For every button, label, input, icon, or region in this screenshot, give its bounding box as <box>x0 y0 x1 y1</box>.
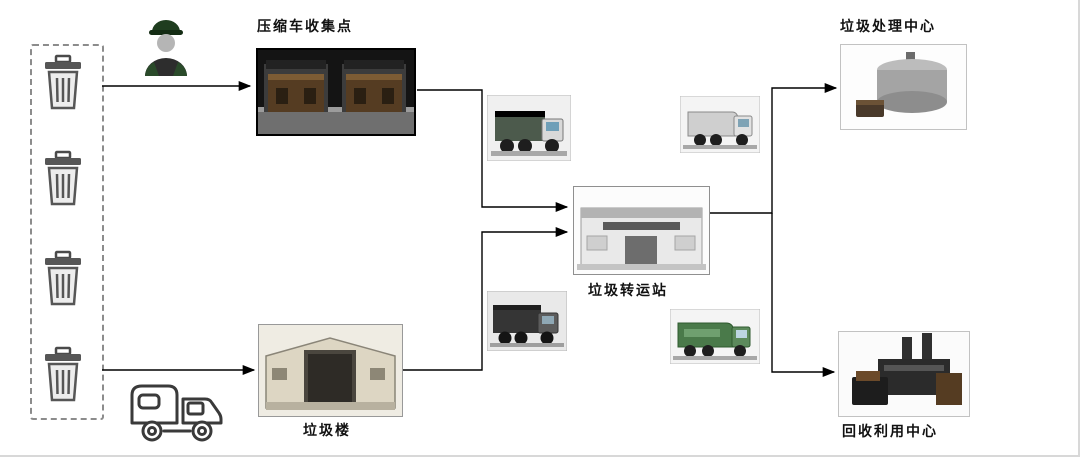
garbage-truck-image <box>487 95 571 161</box>
trash-bin-icon <box>40 54 86 112</box>
recycling-center-image <box>838 331 970 417</box>
recycling-truck-image <box>670 309 760 364</box>
garbage-building-label: 垃圾楼 <box>303 422 351 438</box>
treatment-center-image <box>840 44 967 130</box>
trash-bin-icon <box>40 150 86 208</box>
sanitation-worker-icon <box>138 10 194 76</box>
recycling-center-label: 回收利用中心 <box>842 423 938 439</box>
bin-group-box <box>30 44 104 420</box>
trash-bin-icon <box>40 250 86 308</box>
compression-collection-image <box>256 48 416 136</box>
garbage-truck-image <box>487 291 567 351</box>
collection-truck-icon <box>126 377 234 449</box>
compression-point-label: 压缩车收集点 <box>257 18 353 34</box>
trash-bin-icon <box>40 346 86 404</box>
garbage-building-image <box>258 324 403 417</box>
transfer-station-label: 垃圾转运站 <box>588 282 668 298</box>
treatment-center-label: 垃圾处理中心 <box>840 18 936 34</box>
transfer-station-image <box>573 186 710 275</box>
compactor-truck-image <box>680 96 760 153</box>
